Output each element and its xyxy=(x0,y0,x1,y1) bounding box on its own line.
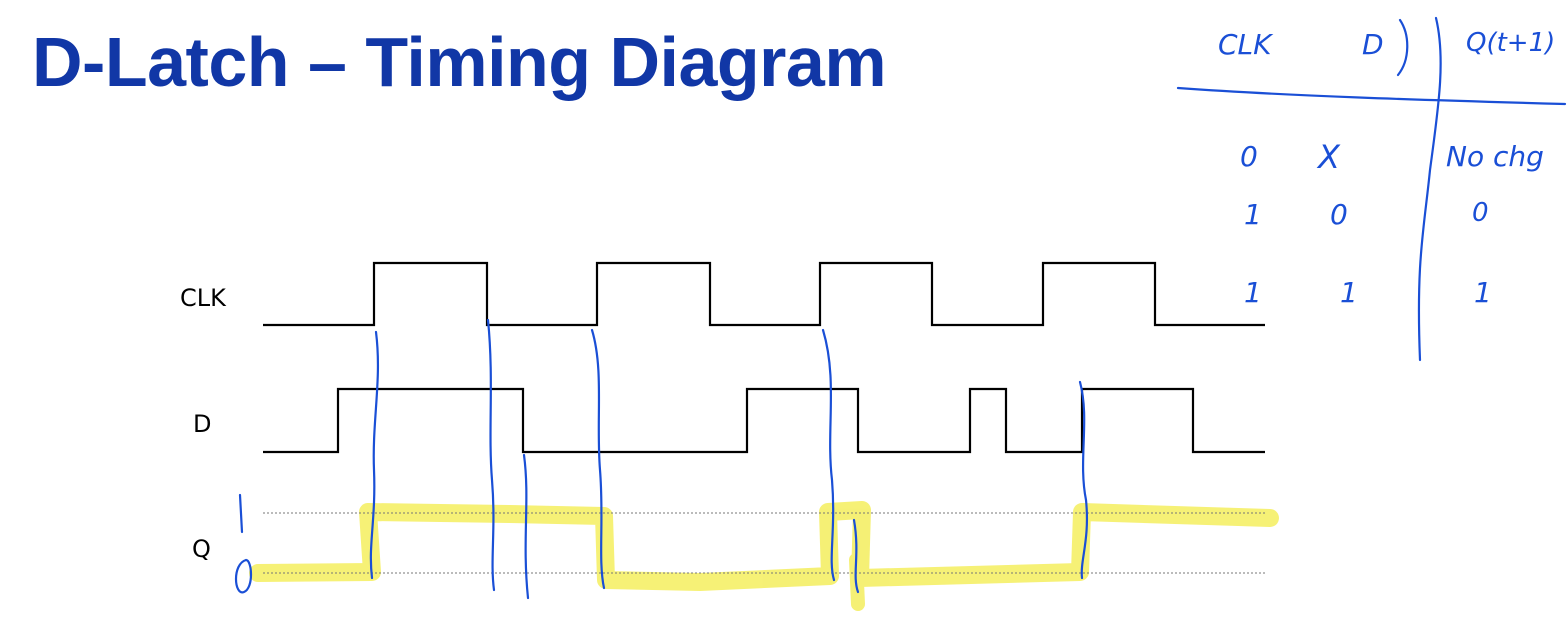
truth-row3-d: 1 xyxy=(1340,276,1358,309)
q-level-zero-mark xyxy=(234,558,253,594)
clk-waveform xyxy=(263,261,1265,327)
truth-row3-clk: 1 xyxy=(1244,276,1262,309)
truth-row2-d: 0 xyxy=(1330,198,1348,231)
truth-row2-q: 0 xyxy=(1472,198,1489,228)
q-level-one-mark xyxy=(238,493,244,534)
d-waveform xyxy=(263,387,1265,454)
pen-vertical-strokes xyxy=(369,318,1088,600)
truth-row1-q: No chg xyxy=(1446,140,1544,173)
q-level-marks xyxy=(234,493,253,594)
truth-header-d: D xyxy=(1362,28,1384,61)
q-label: Q xyxy=(192,535,211,563)
truth-row2-clk: 1 xyxy=(1244,198,1262,231)
clk-label: CLK xyxy=(180,284,226,312)
truth-header-q: Q(t+1) xyxy=(1466,28,1556,58)
page-title: D-Latch – Timing Diagram xyxy=(32,23,887,101)
truth-row1-d: X xyxy=(1318,138,1340,176)
truth-header-clk: CLK xyxy=(1218,28,1272,61)
q-level-guides xyxy=(263,512,1265,574)
truth-row3-q: 1 xyxy=(1474,276,1492,309)
d-label: D xyxy=(193,410,212,438)
truth-row1-clk: 0 xyxy=(1240,140,1258,173)
truth-table-lines xyxy=(1176,16,1567,362)
